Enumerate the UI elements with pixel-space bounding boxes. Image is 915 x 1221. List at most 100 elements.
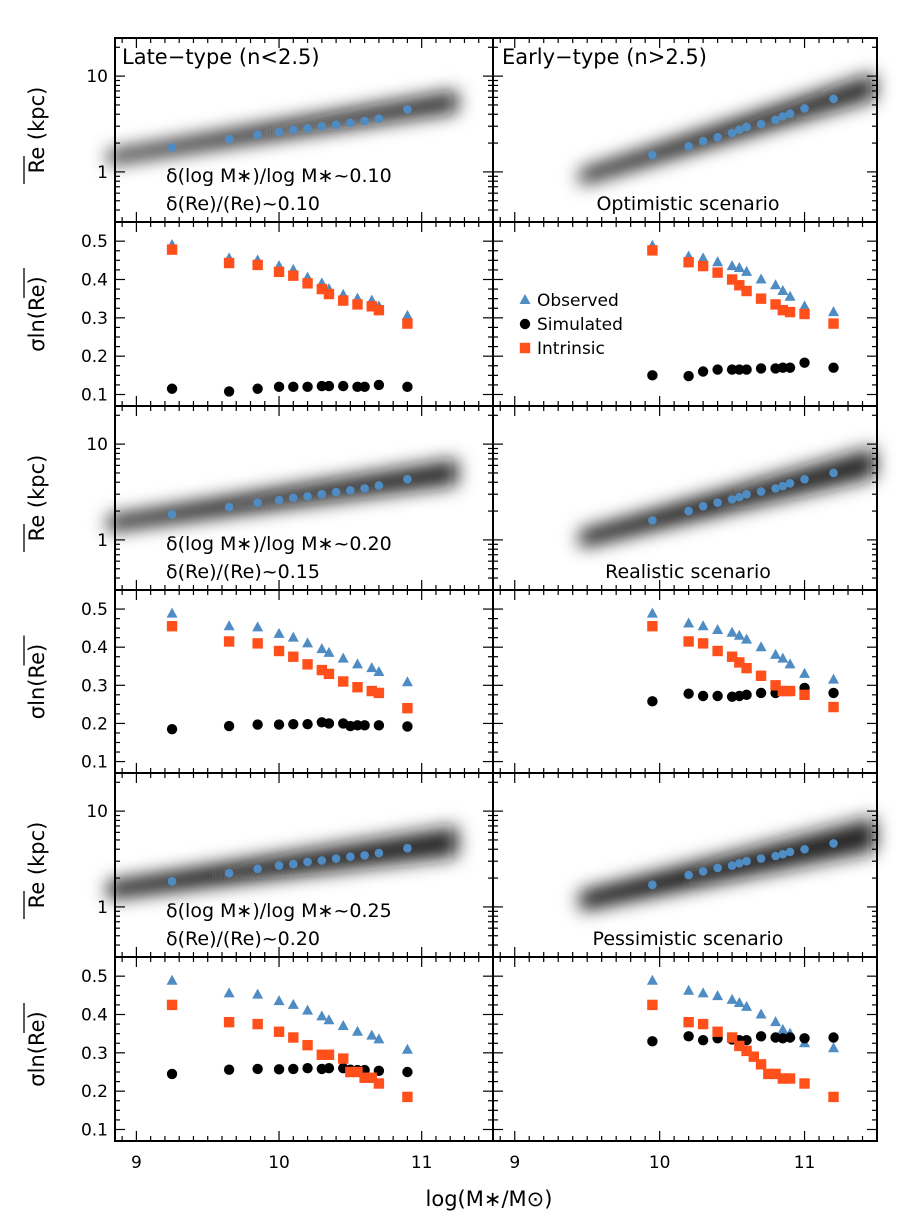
y-axis-label-text: Re (kpc) bbox=[25, 455, 49, 542]
intrinsic-point bbox=[338, 1053, 349, 1064]
observed-point bbox=[828, 1042, 840, 1053]
observed-point bbox=[777, 1023, 789, 1034]
intrinsic-point bbox=[712, 267, 723, 278]
y-axis-label-text: σln(Re) bbox=[25, 1011, 49, 1086]
scenario-name: Realistic scenario bbox=[605, 561, 771, 583]
intrinsic-point bbox=[273, 645, 285, 657]
median-size-point bbox=[785, 109, 795, 119]
intrinsic-point bbox=[799, 689, 810, 701]
intrinsic-point bbox=[734, 280, 745, 291]
intrinsic-point bbox=[373, 687, 385, 699]
y-tick-label: 0.4 bbox=[81, 271, 108, 291]
observed-point bbox=[733, 262, 745, 272]
median-size-point bbox=[742, 489, 751, 499]
median-size-point bbox=[289, 859, 298, 869]
observed-point bbox=[302, 1004, 314, 1015]
x-tick-label: 9 bbox=[131, 1153, 142, 1173]
y-tick-label: 1 bbox=[97, 898, 108, 918]
observed-point bbox=[828, 306, 840, 317]
y-tick-label: 0.4 bbox=[81, 1006, 108, 1026]
legend-simulated-marker bbox=[519, 318, 531, 330]
intrinsic-point bbox=[338, 295, 349, 306]
simulated-point bbox=[273, 1064, 285, 1075]
intrinsic-point bbox=[402, 702, 413, 714]
late-annotation-line2: δ(Re)/(Re)~0.10 bbox=[166, 193, 320, 215]
intrinsic-point bbox=[770, 1068, 781, 1080]
median-size-point bbox=[374, 848, 384, 858]
late-annotation-line1: δ(log M∗)/log M∗~0.25 bbox=[166, 900, 392, 922]
median-size-point bbox=[331, 487, 341, 497]
median-size-point bbox=[785, 478, 795, 488]
simulated-point bbox=[697, 366, 709, 377]
observed-point bbox=[777, 285, 789, 295]
x-tick-label: 10 bbox=[649, 1153, 671, 1173]
median-size-point bbox=[713, 498, 722, 507]
median-size-point bbox=[274, 127, 284, 137]
intrinsic-point bbox=[697, 1018, 709, 1030]
median-size-point bbox=[756, 119, 766, 129]
observed-point bbox=[646, 974, 658, 985]
late-annotation-line1: δ(log M∗)/log M∗~0.10 bbox=[166, 165, 392, 187]
intrinsic-point bbox=[770, 299, 781, 310]
intrinsic-point bbox=[352, 299, 363, 310]
intrinsic-point bbox=[712, 645, 723, 657]
intrinsic-point bbox=[799, 1078, 810, 1089]
simulated-point bbox=[683, 370, 694, 382]
median-size-point bbox=[785, 847, 795, 857]
observed-point bbox=[323, 1014, 335, 1025]
simulated-point bbox=[741, 689, 752, 701]
observed-point bbox=[401, 309, 413, 320]
intrinsic-point bbox=[777, 304, 789, 316]
median-size-point bbox=[684, 142, 693, 151]
intrinsic-point bbox=[755, 293, 767, 304]
intrinsic-point bbox=[302, 659, 313, 670]
median-size-point bbox=[829, 94, 838, 104]
simulated-point bbox=[223, 1064, 235, 1075]
data-marks bbox=[166, 94, 840, 1103]
observed-point bbox=[770, 1016, 782, 1027]
observed-point bbox=[697, 620, 709, 631]
intrinsic-point bbox=[288, 1032, 299, 1043]
median-size-point bbox=[735, 125, 744, 135]
observed-point bbox=[323, 646, 335, 657]
median-size-point bbox=[303, 857, 312, 867]
median-size-point bbox=[800, 104, 809, 113]
observed-point bbox=[770, 648, 782, 659]
observed-point bbox=[741, 1000, 753, 1011]
simulated-point bbox=[323, 1062, 335, 1074]
observed-point bbox=[697, 987, 709, 998]
median-size-point bbox=[167, 143, 177, 152]
observed-point bbox=[223, 987, 235, 998]
intrinsic-point bbox=[366, 301, 377, 312]
observed-point bbox=[373, 665, 385, 676]
median-size-point bbox=[253, 864, 262, 874]
observed-point bbox=[166, 607, 178, 618]
median-size-point bbox=[274, 861, 284, 870]
simulated-point bbox=[352, 381, 363, 393]
observed-point bbox=[784, 290, 796, 301]
y-axis-label-text: σln(Re) bbox=[25, 276, 49, 351]
intrinsic-point bbox=[726, 1032, 738, 1043]
simulated-point bbox=[359, 720, 370, 731]
median-size-point bbox=[727, 861, 737, 870]
observed-point bbox=[337, 652, 349, 663]
intrinsic-point bbox=[712, 1026, 723, 1037]
density-cloud bbox=[107, 90, 459, 164]
observed-point bbox=[755, 641, 767, 652]
observed-point bbox=[733, 997, 745, 1007]
intrinsic-point bbox=[784, 306, 796, 318]
intrinsic-point bbox=[273, 1026, 285, 1037]
simulated-point bbox=[828, 1032, 839, 1043]
observed-point bbox=[366, 1029, 378, 1040]
late-annotation-line1: δ(log M∗)/log M∗~0.20 bbox=[166, 533, 392, 555]
simulated-point bbox=[777, 362, 789, 373]
median-size-point bbox=[713, 132, 722, 142]
median-size-point bbox=[224, 502, 234, 512]
intrinsic-point bbox=[166, 244, 178, 255]
x-tick-label: 11 bbox=[794, 1153, 816, 1173]
legend-intrinsic-label: Intrinsic bbox=[537, 339, 605, 359]
intrinsic-point bbox=[828, 701, 839, 713]
median-size-point bbox=[735, 859, 744, 868]
simulated-point bbox=[323, 380, 335, 392]
